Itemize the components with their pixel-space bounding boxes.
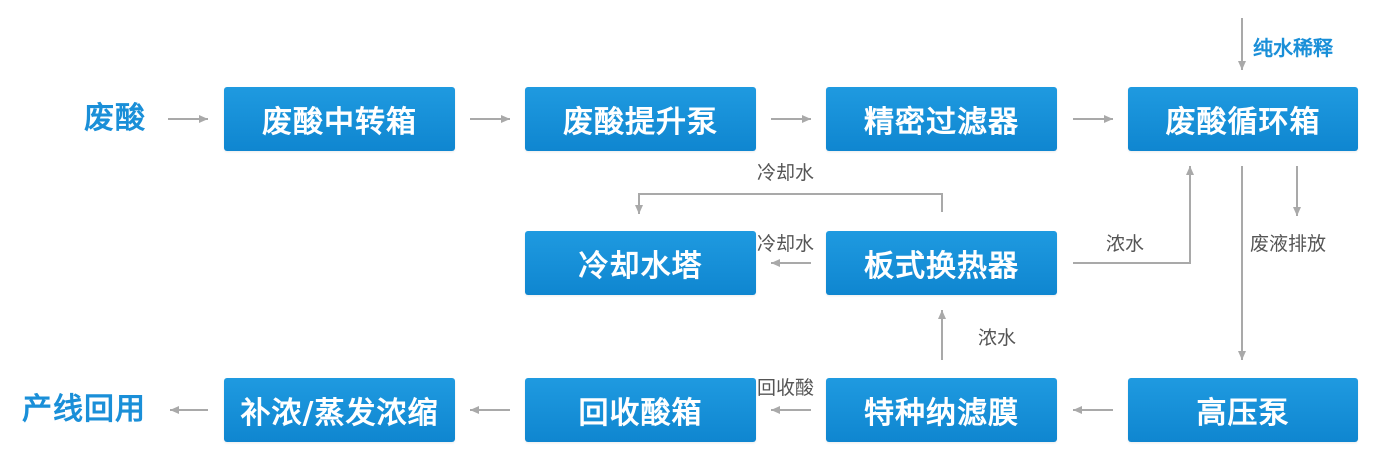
box-high-pressure-pump: 高压泵: [1128, 378, 1358, 442]
arrow-cooling-water-return: [635, 193, 943, 214]
label-concentrate-mid: 浓水: [978, 327, 1017, 349]
input-waste-acid: 废酸: [84, 101, 146, 136]
box-precision-filter: 精密过滤器: [826, 87, 1057, 151]
label-cooling-water-top: 冷却水: [757, 162, 815, 184]
output-production-reuse: 产线回用: [22, 392, 146, 427]
box-concentrate-evaporate: 补浓/蒸发浓缩: [224, 378, 455, 442]
label-cooling-water-mid: 冷却水: [757, 233, 815, 255]
box-cooling-tower: 冷却水塔: [525, 231, 756, 295]
box-waste-acid-lift-pump: 废酸提升泵: [525, 87, 756, 151]
label-waste-discharge: 废液排放: [1250, 233, 1327, 255]
box-plate-heat-exchanger: 板式换热器: [826, 231, 1057, 295]
label-concentrate-right: 浓水: [1106, 233, 1145, 255]
box-waste-acid-circulation-tank: 废酸循环箱: [1128, 87, 1358, 151]
box-acid-recovery-tank: 回收酸箱: [525, 378, 756, 442]
label-recovered-acid: 回收酸: [757, 377, 815, 399]
label-pure-water-dilution: 纯水稀释: [1253, 36, 1333, 60]
arrow-heat-exchanger-to-circulation-tank: [1073, 166, 1194, 264]
box-special-nanofiltration-membrane: 特种纳滤膜: [826, 378, 1057, 442]
box-waste-acid-transfer-tank: 废酸中转箱: [224, 87, 455, 151]
